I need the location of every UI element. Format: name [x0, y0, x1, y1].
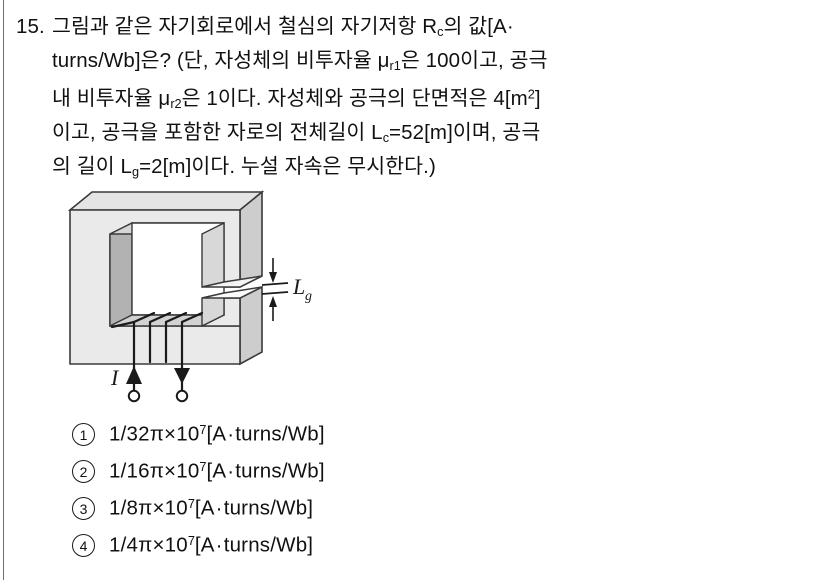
answer-options-list: 1 1/32π×107[A·turns/Wb] 2 1/16π×107[A·tu…	[72, 416, 572, 564]
option-marker-2: 2	[72, 460, 95, 483]
question-line-2-text: turns/Wb]은? (단, 자성체의 비투자율 μr1은 100이고, 공극	[52, 48, 548, 73]
question-line-1-text: 그림과 같은 자기회로에서 철심의 자기저항 Rc의 값[A·	[52, 15, 514, 39]
option-marker-4: 4	[72, 534, 95, 557]
question-line-1: 15. 그림과 같은 자기회로에서 철심의 자기저항 Rc의 값[A·	[16, 12, 816, 46]
option-text-3: 1/8π×107[A·turns/Wb]	[109, 496, 314, 520]
core-right-side-face-lower	[239, 285, 263, 366]
option-text-2: 1/16π×107[A·turns/Wb]	[109, 459, 325, 483]
question-line-2: turns/Wb]은? (단, 자성체의 비투자율 μr1은 100이고, 공극	[16, 46, 816, 80]
question-line-5-text: 의 길이 Lg=2[m]이다. 누설 자속은 무시한다.)	[52, 154, 436, 179]
question-block: 15. 그림과 같은 자기회로에서 철심의 자기저항 Rc의 값[A· turns…	[16, 12, 816, 186]
current-arrow-in	[126, 366, 142, 384]
option-text-1: 1/32π×107[A·turns/Wb]	[109, 422, 325, 446]
air-gap-upper-face	[201, 275, 263, 288]
air-gap-lower-face	[201, 286, 263, 299]
terminal-left	[127, 389, 141, 403]
current-label: I	[110, 365, 120, 390]
core-inner-left-wall	[109, 221, 133, 328]
gap-tick-upper	[261, 282, 289, 286]
magnetic-core-figure: L g I	[62, 186, 342, 411]
coil-winding	[110, 311, 204, 364]
answer-option-2[interactable]: 2 1/16π×107[A·turns/Wb]	[72, 453, 572, 490]
option-text-4: 1/4π×107[A·turns/Wb]	[109, 533, 314, 557]
core-inner-right-wall-upper	[201, 221, 225, 288]
page-border-line	[3, 0, 4, 580]
question-line-3: 내 비투자율 μr2은 1이다. 자성체와 공극의 단면적은 4[m2]	[16, 80, 816, 118]
question-line-4: 이고, 공극을 포함한 자로의 전체길이 Lc=52[m]이며, 공극	[16, 118, 816, 152]
gap-label: L	[292, 274, 305, 299]
question-line-3-text: 내 비투자율 μr2은 1이다. 자성체와 공극의 단면적은 4[m2]	[52, 86, 541, 111]
question-number: 15.	[16, 15, 45, 38]
gap-arrow-down	[269, 272, 277, 283]
coil-turn-top-1	[132, 311, 156, 324]
answer-option-4[interactable]: 4 1/4π×107[A·turns/Wb]	[72, 527, 572, 564]
coil-lead-left	[110, 320, 136, 329]
option-marker-3: 3	[72, 497, 95, 520]
coil-turn-top-4	[180, 311, 204, 324]
current-arrow-out	[174, 368, 190, 384]
core-top-face	[67, 191, 265, 211]
coil-turn-top-2	[148, 311, 172, 324]
answer-option-3[interactable]: 3 1/8π×107[A·turns/Wb]	[72, 490, 572, 527]
terminal-right	[175, 389, 189, 403]
magnetic-core-diagram: L g I	[67, 190, 312, 403]
option-marker-1: 1	[72, 423, 95, 446]
gap-label-subscript: g	[305, 289, 312, 304]
coil-turn-top-3	[164, 311, 188, 324]
answer-option-1[interactable]: 1 1/32π×107[A·turns/Wb]	[72, 416, 572, 453]
question-line-4-text: 이고, 공극을 포함한 자로의 전체길이 Lc=52[m]이며, 공극	[52, 120, 541, 145]
question-line-5: 의 길이 Lg=2[m]이다. 누설 자속은 무시한다.)	[16, 152, 816, 186]
gap-tick-lower	[261, 291, 289, 295]
